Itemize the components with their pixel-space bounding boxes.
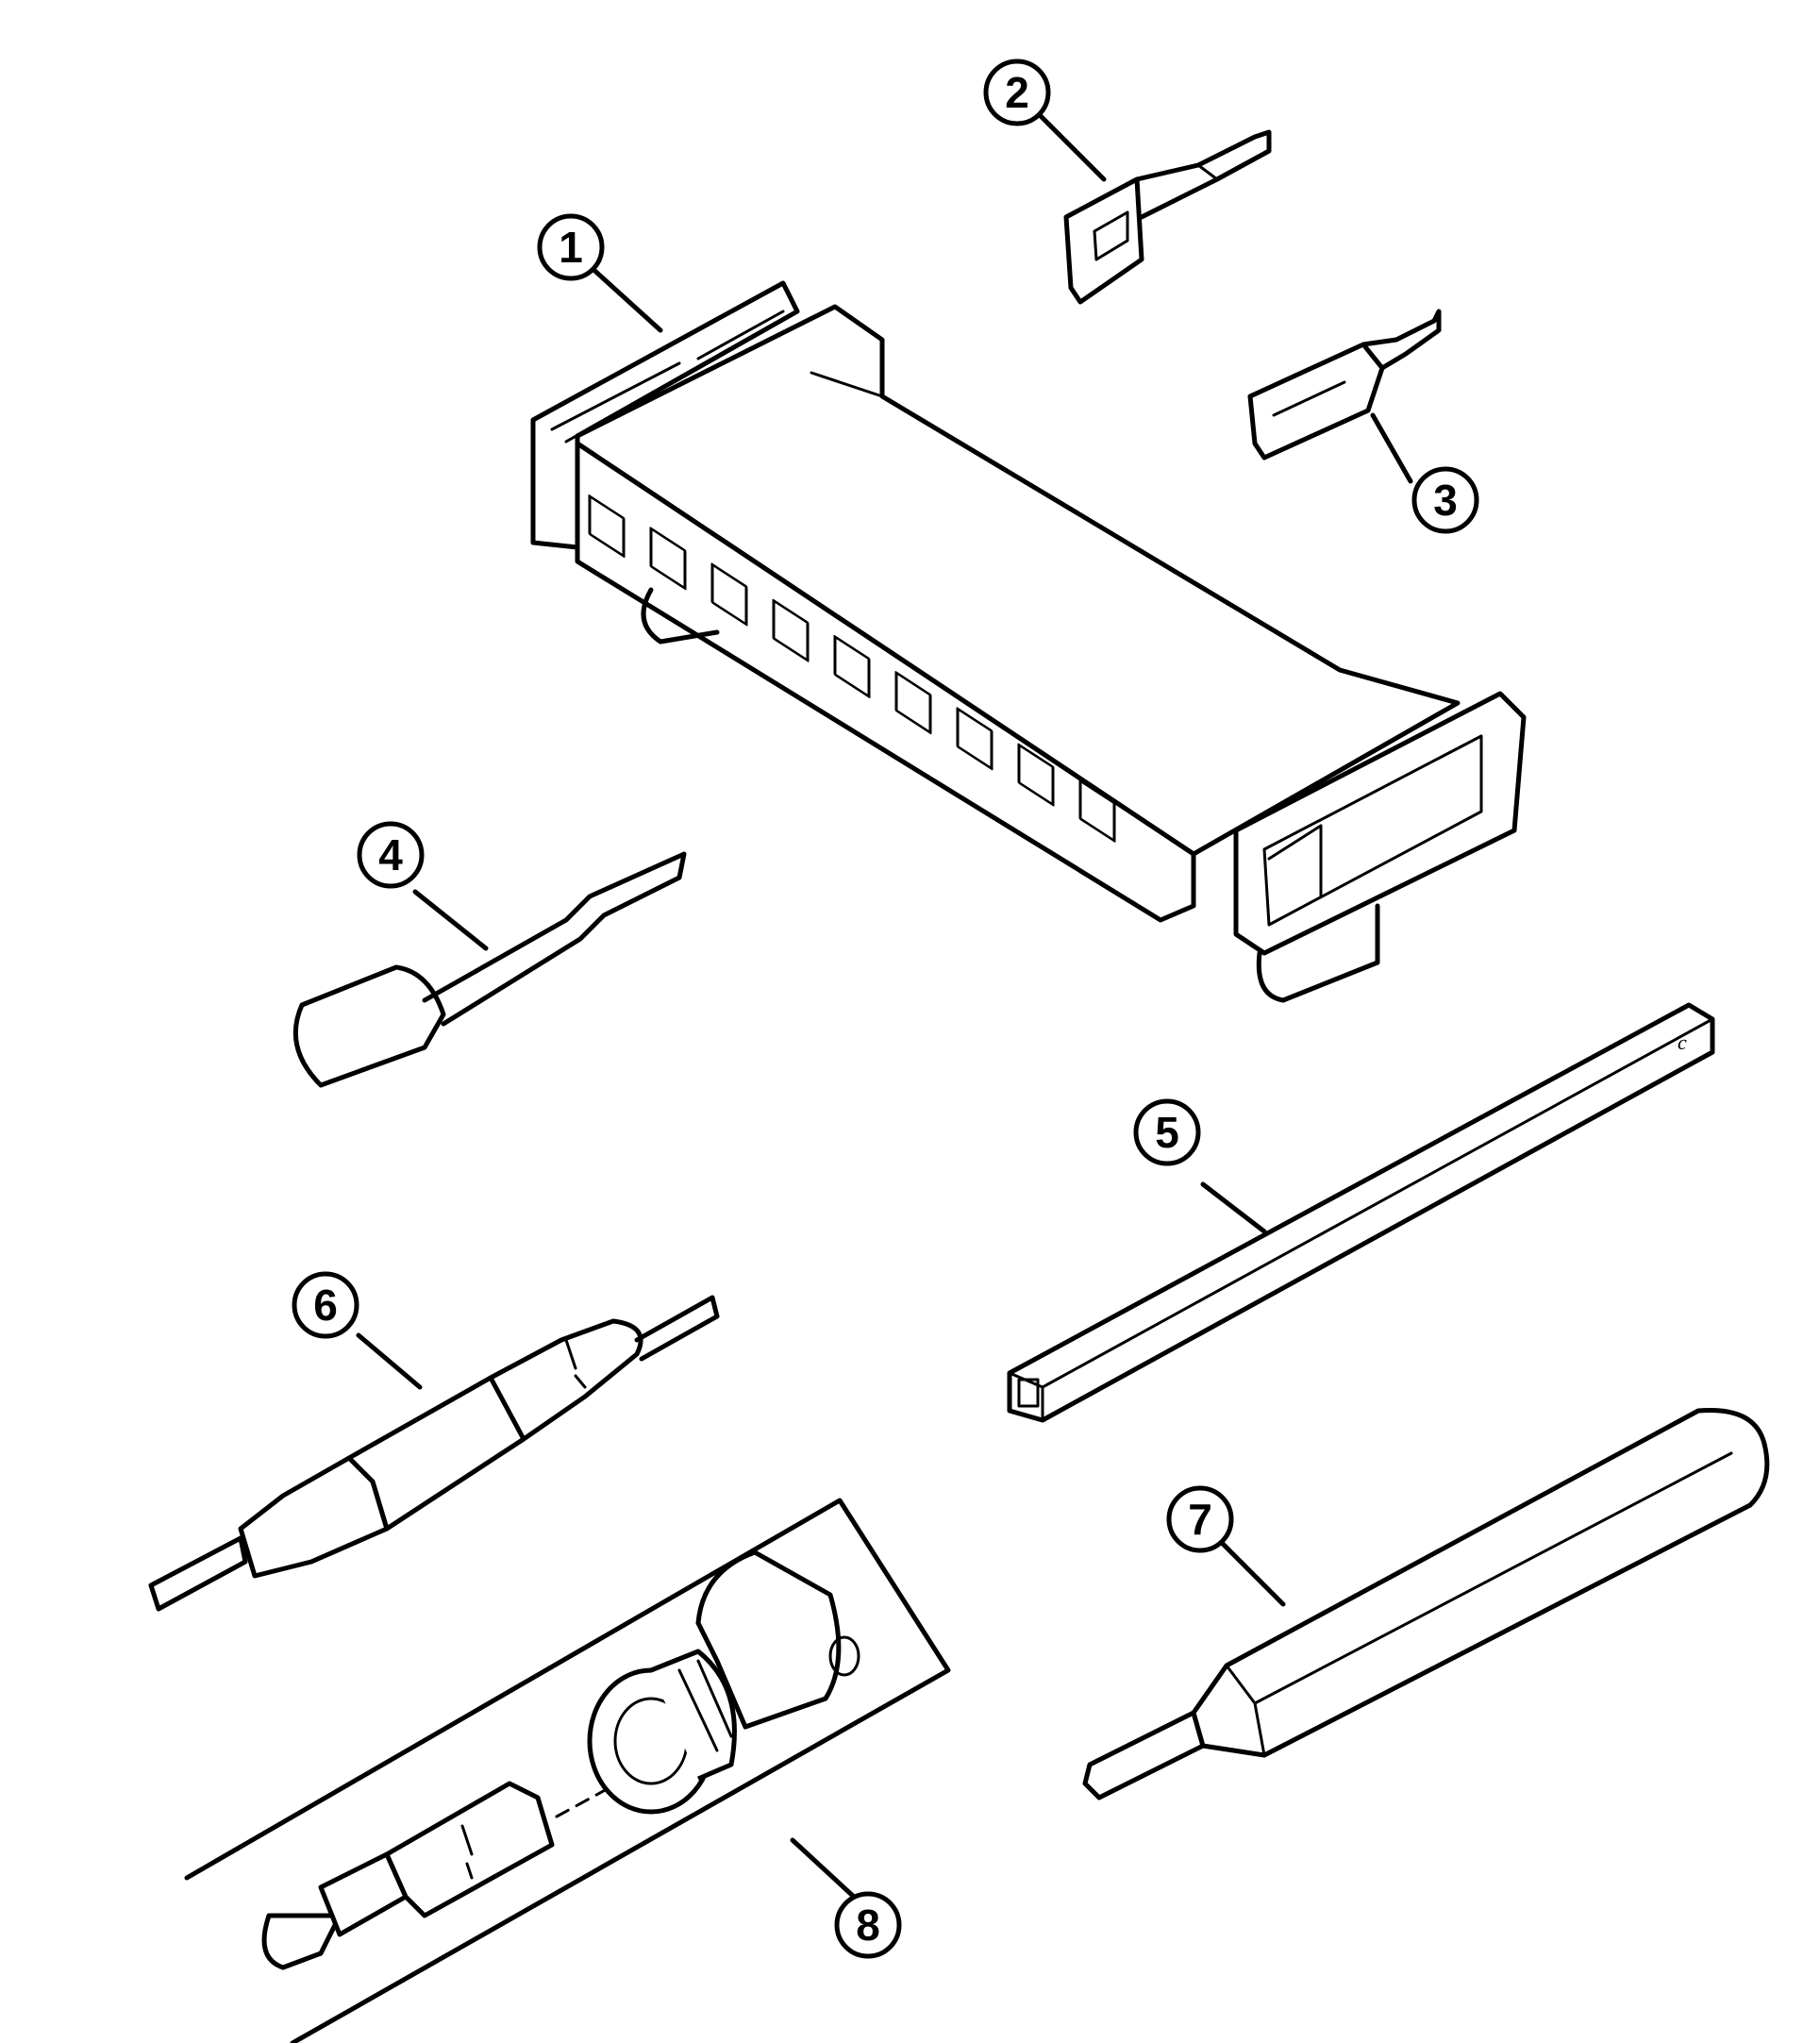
callout-7: 7: [1166, 1485, 1234, 1553]
part-terminal-small: [1247, 309, 1442, 461]
part-double-ended-pin-tool: [148, 1295, 720, 1612]
svg-text:2: 2: [1005, 68, 1029, 117]
callout-2: 2: [983, 59, 1051, 126]
part-terminal-release-tool: [292, 851, 687, 1088]
callout-3: 3: [1411, 466, 1479, 534]
callout-4: 4: [357, 821, 425, 889]
part-terminal-large: [1063, 129, 1272, 305]
callout-1: 1: [537, 213, 605, 281]
svg-text:4: 4: [378, 830, 403, 879]
part-connector-housing: [530, 280, 1527, 1003]
svg-text:7: 7: [1188, 1495, 1212, 1544]
callout-6: 6: [292, 1271, 359, 1339]
svg-text:5: 5: [1155, 1108, 1179, 1157]
svg-text:6: 6: [313, 1281, 338, 1330]
part-hex-key-driver: [1082, 1407, 1770, 1800]
svg-text:1: 1: [559, 223, 583, 272]
callout-5: 5: [1133, 1098, 1201, 1166]
leader-lines: [356, 110, 1413, 1900]
rod-marking: c: [1678, 1030, 1687, 1054]
part-square-rod: c: [1007, 1002, 1715, 1423]
svg-text:8: 8: [856, 1901, 880, 1950]
callout-8: 8: [834, 1891, 902, 1959]
svg-text:3: 3: [1433, 476, 1458, 525]
housing-cavities: [588, 494, 1116, 843]
part-torx-bit-and-adapter-kit: [184, 1498, 951, 2043]
